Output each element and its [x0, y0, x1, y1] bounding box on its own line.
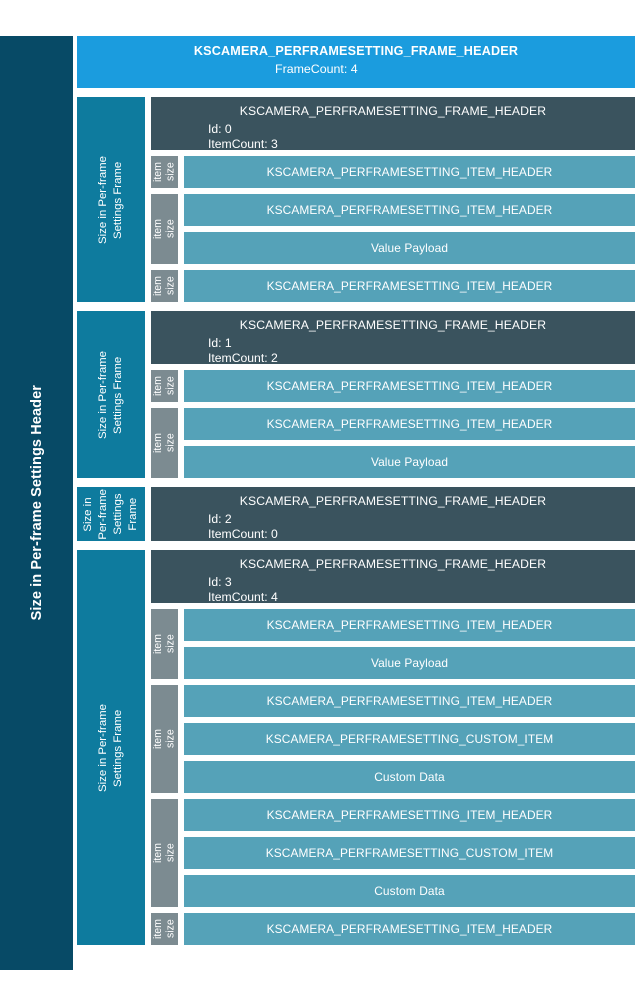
- item-group: item size KSCAMERA_PERFRAMESETTING_ITEM_H…: [151, 685, 635, 793]
- item-row: Value Payload: [184, 446, 635, 478]
- item-rows: KSCAMERA_PERFRAMESETTING_ITEM_HEADER: [184, 156, 635, 188]
- item-group: item size KSCAMERA_PERFRAMESETTING_ITEM_H…: [151, 194, 635, 264]
- frame-header-title: KSCAMERA_PERFRAMESETTING_FRAME_HEADER: [239, 557, 547, 571]
- item-row: KSCAMERA_PERFRAMESETTING_ITEM_HEADER: [184, 156, 635, 188]
- frame-header-root-framecount: FrameCount: 4: [275, 62, 358, 76]
- item-rows: KSCAMERA_PERFRAMESETTING_ITEM_HEADER: [184, 270, 635, 302]
- item-rows: KSCAMERA_PERFRAMESETTING_ITEM_HEADER KSCA…: [184, 685, 635, 793]
- frame-size-label: Size in Per-frame Settings Frame: [97, 350, 124, 439]
- item-rows: KSCAMERA_PERFRAMESETTING_ITEM_HEADER KSCA…: [184, 799, 635, 907]
- item-row: KSCAMERA_PERFRAMESETTING_ITEM_HEADER: [184, 685, 635, 717]
- frame-header-meta: Id: 2 ItemCount: 0: [208, 512, 278, 541]
- item-row: KSCAMERA_PERFRAMESETTING_ITEM_HEADER: [184, 270, 635, 302]
- outer-size-band: Size in Per-frame Settings Header: [0, 36, 73, 970]
- frame-header-title: KSCAMERA_PERFRAMESETTING_FRAME_HEADER: [239, 104, 547, 118]
- item-rows: KSCAMERA_PERFRAMESETTING_ITEM_HEADER Valu…: [184, 194, 635, 264]
- frame-header: KSCAMERA_PERFRAMESETTING_FRAME_HEADER Id:…: [151, 97, 635, 151]
- item-size-band: item size: [151, 799, 178, 907]
- frame-size-band: Size in Per-frame Settings Frame: [77, 550, 145, 945]
- item-rows: KSCAMERA_PERFRAMESETTING_ITEM_HEADER Valu…: [184, 408, 635, 478]
- frame-size-label: Size in Per-frame Settings Frame: [82, 488, 139, 540]
- item-group: item size KSCAMERA_PERFRAMESETTING_ITEM_H…: [151, 799, 635, 907]
- frame-header: KSCAMERA_PERFRAMESETTING_FRAME_HEADER Id:…: [151, 311, 635, 365]
- item-group: item size KSCAMERA_PERFRAMESETTING_ITEM_H…: [151, 609, 635, 679]
- frame-header-root: KSCAMERA_PERFRAMESETTING_FRAME_HEADER Fr…: [77, 36, 635, 88]
- frame-header-title: KSCAMERA_PERFRAMESETTING_FRAME_HEADER: [239, 318, 547, 332]
- outer-size-label: Size in Per-frame Settings Header: [28, 385, 45, 621]
- item-size-label: item size: [152, 842, 177, 863]
- frame-body: KSCAMERA_PERFRAMESETTING_FRAME_HEADER Id:…: [151, 550, 635, 945]
- item-rows: KSCAMERA_PERFRAMESETTING_ITEM_HEADER Valu…: [184, 609, 635, 679]
- frame-size-band: Size in Per-frame Settings Frame: [77, 311, 145, 478]
- frame-header-meta: Id: 0 ItemCount: 3: [208, 122, 278, 151]
- item-size-label: item size: [152, 161, 177, 182]
- item-size-label: item size: [152, 275, 177, 296]
- frame-size-label: Size in Per-frame Settings Frame: [97, 155, 124, 244]
- item-size-band: item size: [151, 270, 178, 302]
- item-size-band: item size: [151, 408, 178, 478]
- item-row: Value Payload: [184, 647, 635, 679]
- item-group: item size KSCAMERA_PERFRAMESETTING_ITEM_H…: [151, 408, 635, 478]
- item-size-band: item size: [151, 609, 178, 679]
- item-size-band: item size: [151, 685, 178, 793]
- frame-size-band: Size in Per-frame Settings Frame: [77, 97, 145, 302]
- item-row: KSCAMERA_PERFRAMESETTING_ITEM_HEADER: [184, 913, 635, 945]
- frame-header: KSCAMERA_PERFRAMESETTING_FRAME_HEADER Id:…: [151, 487, 635, 541]
- frame-header-root-title: KSCAMERA_PERFRAMESETTING_FRAME_HEADER: [193, 44, 519, 58]
- frame-header-title: KSCAMERA_PERFRAMESETTING_FRAME_HEADER: [239, 494, 547, 508]
- item-group: item size KSCAMERA_PERFRAMESETTING_ITEM_H…: [151, 270, 635, 302]
- item-row: Custom Data: [184, 875, 635, 907]
- diagram-main-column: KSCAMERA_PERFRAMESETTING_FRAME_HEADER Fr…: [77, 36, 635, 945]
- item-row: KSCAMERA_PERFRAMESETTING_ITEM_HEADER: [184, 370, 635, 402]
- item-group: item size KSCAMERA_PERFRAMESETTING_ITEM_H…: [151, 913, 635, 945]
- item-row: KSCAMERA_PERFRAMESETTING_ITEM_HEADER: [184, 799, 635, 831]
- frame-header-meta: Id: 1 ItemCount: 2: [208, 336, 278, 365]
- item-size-label: item size: [152, 375, 177, 396]
- frame-body: KSCAMERA_PERFRAMESETTING_FRAME_HEADER Id:…: [151, 97, 635, 302]
- frame-size-label: Size in Per-frame Settings Frame: [97, 703, 124, 792]
- frame-size-band: Size in Per-frame Settings Frame: [77, 487, 145, 541]
- item-row: KSCAMERA_PERFRAMESETTING_CUSTOM_ITEM: [184, 723, 635, 755]
- item-size-label: item size: [152, 218, 177, 239]
- item-rows: KSCAMERA_PERFRAMESETTING_ITEM_HEADER: [184, 370, 635, 402]
- item-size-band: item size: [151, 913, 178, 945]
- frame-body: KSCAMERA_PERFRAMESETTING_FRAME_HEADER Id:…: [151, 311, 635, 478]
- item-row: KSCAMERA_PERFRAMESETTING_ITEM_HEADER: [184, 194, 635, 226]
- item-size-band: item size: [151, 194, 178, 264]
- item-size-label: item size: [152, 432, 177, 453]
- frame-header: KSCAMERA_PERFRAMESETTING_FRAME_HEADER Id:…: [151, 550, 635, 604]
- frame-header-meta: Id: 3 ItemCount: 4: [208, 575, 278, 604]
- item-row: KSCAMERA_PERFRAMESETTING_CUSTOM_ITEM: [184, 837, 635, 869]
- frame-body: KSCAMERA_PERFRAMESETTING_FRAME_HEADER Id:…: [151, 487, 635, 541]
- item-size-label: item size: [152, 728, 177, 749]
- item-size-label: item size: [152, 633, 177, 654]
- item-group: item size KSCAMERA_PERFRAMESETTING_ITEM_H…: [151, 370, 635, 402]
- item-size-label: item size: [152, 918, 177, 939]
- item-row: Value Payload: [184, 232, 635, 264]
- item-rows: KSCAMERA_PERFRAMESETTING_ITEM_HEADER: [184, 913, 635, 945]
- item-size-band: item size: [151, 156, 178, 188]
- item-row: KSCAMERA_PERFRAMESETTING_ITEM_HEADER: [184, 408, 635, 440]
- item-row: Custom Data: [184, 761, 635, 793]
- item-group: item size KSCAMERA_PERFRAMESETTING_ITEM_H…: [151, 156, 635, 188]
- item-row: KSCAMERA_PERFRAMESETTING_ITEM_HEADER: [184, 609, 635, 641]
- item-size-band: item size: [151, 370, 178, 402]
